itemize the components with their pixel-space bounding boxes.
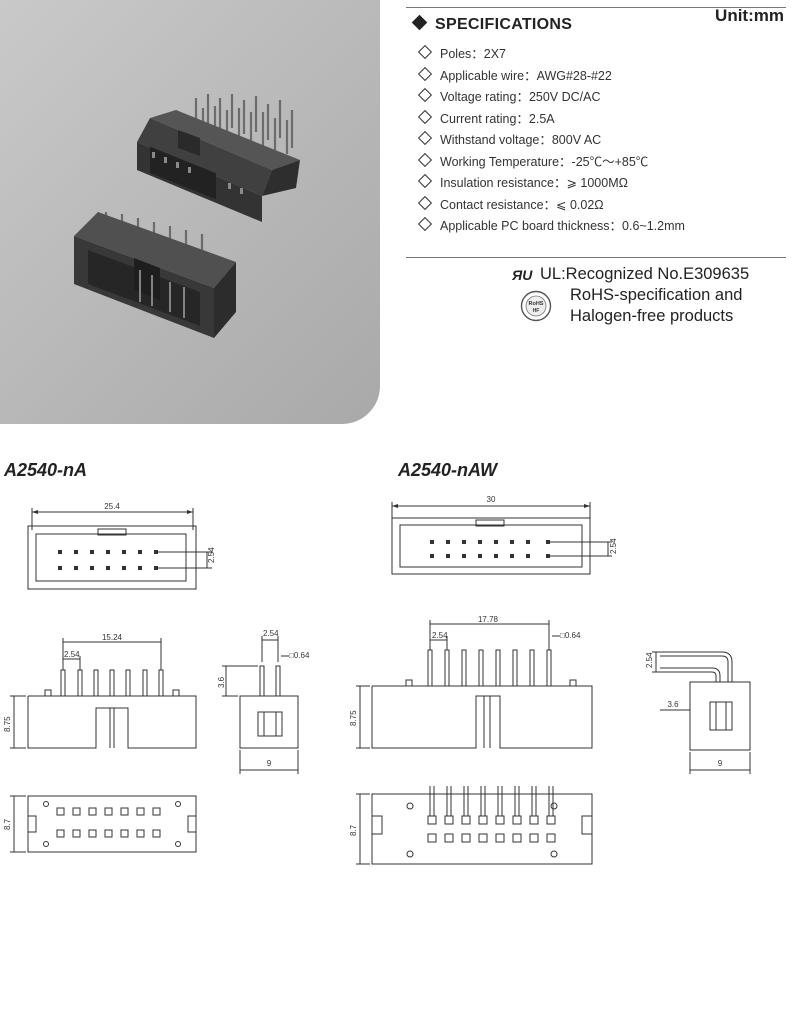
dim-left-side-pitch: 2.54 xyxy=(263,629,279,638)
diamond-outline-icon xyxy=(417,195,433,210)
technical-drawings: 25.4 2.54 15.24 2.54 8.7 xyxy=(3,495,751,865)
spec-item-text: Applicable PC board thickness：0.6~1.2mm xyxy=(440,219,685,233)
dim-left-side-height: 3.6 xyxy=(217,676,226,688)
spec-item-text: Poles：2X7 xyxy=(440,47,507,61)
dim-left-width: 25.4 xyxy=(104,502,120,511)
dim-left-pin-pitch: 2.54 xyxy=(64,650,80,659)
right-end-view: 2.54 3.6 9 xyxy=(645,651,751,774)
spec-item: Applicable wire：AWG#28-#22 xyxy=(417,66,685,88)
diamond-outline-icon xyxy=(417,66,433,81)
dim-right-side-pitch: 2.54 xyxy=(645,652,654,668)
diamond-outline-icon xyxy=(417,152,433,167)
diamond-outline-icon xyxy=(417,109,433,124)
rohs-badge-icon: RoHS HF xyxy=(520,290,552,322)
dim-left-bottom-depth: 8.7 xyxy=(3,818,12,830)
dim-left-height: 8.75 xyxy=(3,716,12,732)
model-title-left: A2540-nA xyxy=(4,460,88,480)
left-front-view: 25.4 2.54 xyxy=(27,502,216,590)
connector-photo-right-angle xyxy=(137,94,300,222)
diamond-outline-icon xyxy=(417,216,433,232)
spec-item-text: Withstand voltage：800V AC xyxy=(440,133,602,147)
spec-item: Poles：2X7 xyxy=(417,44,685,66)
diamond-outline-icon xyxy=(417,130,433,146)
left-bottom-view: 8.7 xyxy=(3,795,197,853)
spec-item-text: Current rating：2.5A xyxy=(440,111,555,126)
dim-left-pin-size: □0.64 xyxy=(289,651,310,660)
spec-title-text: SPECIFICATIONS xyxy=(435,16,573,33)
dim-right-pin-size: □0.64 xyxy=(560,631,581,640)
right-bottom-view: 8.7 xyxy=(349,786,593,865)
spec-item: Current rating：2.5A xyxy=(417,109,685,131)
dim-left-side-width: 9 xyxy=(267,759,272,768)
diamond-outline-icon xyxy=(417,87,433,103)
dim-right-width: 30 xyxy=(487,495,496,504)
ul-recognized-text: UL:Recognized No.E309635 xyxy=(540,265,750,283)
connector-photo xyxy=(74,94,300,338)
rohs-text-line1: RoHS-specification and xyxy=(570,286,743,304)
unit-label: Unit:mm xyxy=(715,6,784,25)
right-front-view: 30 2.54 xyxy=(391,495,618,575)
certifications: ЯU UL:Recognized No.E309635 RoHS HF RoHS… xyxy=(512,264,750,327)
diamond-bullet-icon xyxy=(411,14,428,31)
dim-right-span: 17.78 xyxy=(478,615,499,624)
spec-item: Voltage rating：250V DC/AC xyxy=(417,87,685,109)
dim-right-height: 8.75 xyxy=(349,710,358,726)
dim-right-side-offset: 3.6 xyxy=(667,700,679,709)
dim-right-pin-pitch: 2.54 xyxy=(432,631,448,640)
spec-item-text: Voltage rating：250V DC/AC xyxy=(440,90,601,104)
spec-item: Contact resistance：⩽ 0.02Ω xyxy=(417,195,685,217)
spec-item-text: Insulation resistance：⩾ 1000MΩ xyxy=(440,176,628,190)
dim-right-bottom-depth: 8.7 xyxy=(349,824,358,836)
left-side-elevation: 15.24 2.54 8.75 xyxy=(3,633,197,749)
svg-text:RoHS: RoHS xyxy=(529,301,544,307)
spec-item-text: Working Temperature：-25℃～+85℃ xyxy=(440,154,649,169)
spec-top-rule xyxy=(406,7,786,8)
spec-item: Applicable PC board thickness：0.6~1.2mm xyxy=(417,216,685,238)
spec-bottom-rule xyxy=(406,257,786,258)
product-photo-panel xyxy=(0,0,380,424)
spec-item-text: Applicable wire：AWG#28-#22 xyxy=(440,68,612,83)
dim-right-side-width: 9 xyxy=(718,759,723,768)
diamond-outline-icon xyxy=(417,173,433,189)
spec-title: SPECIFICATIONS xyxy=(411,14,573,34)
left-end-view: 2.54 □0.64 3.6 9 xyxy=(217,629,310,774)
model-title-right: A2540-nAW xyxy=(398,460,498,480)
connector-photo-straight xyxy=(74,212,236,338)
spec-item: Withstand voltage：800V AC xyxy=(417,130,685,152)
rohs-text-line2: Halogen-free products xyxy=(570,307,734,325)
dim-left-span: 15.24 xyxy=(102,633,123,642)
spec-item: Working Temperature：-25℃～+85℃ xyxy=(417,152,685,174)
svg-text:HF: HF xyxy=(533,308,540,314)
spec-list: Poles：2X7 Applicable wire：AWG#28-#22 Vol… xyxy=(417,44,685,238)
dim-left-pitch: 2.54 xyxy=(207,547,216,563)
dim-right-pitch: 2.54 xyxy=(609,538,618,554)
ul-logo-icon: ЯU xyxy=(512,267,533,283)
spec-item-text: Contact resistance：⩽ 0.02Ω xyxy=(440,197,604,212)
diamond-outline-icon xyxy=(417,44,433,60)
right-side-elevation: 17.78 2.54 □0.64 8.75 xyxy=(349,615,593,749)
spec-item: Insulation resistance：⩾ 1000MΩ xyxy=(417,173,685,195)
